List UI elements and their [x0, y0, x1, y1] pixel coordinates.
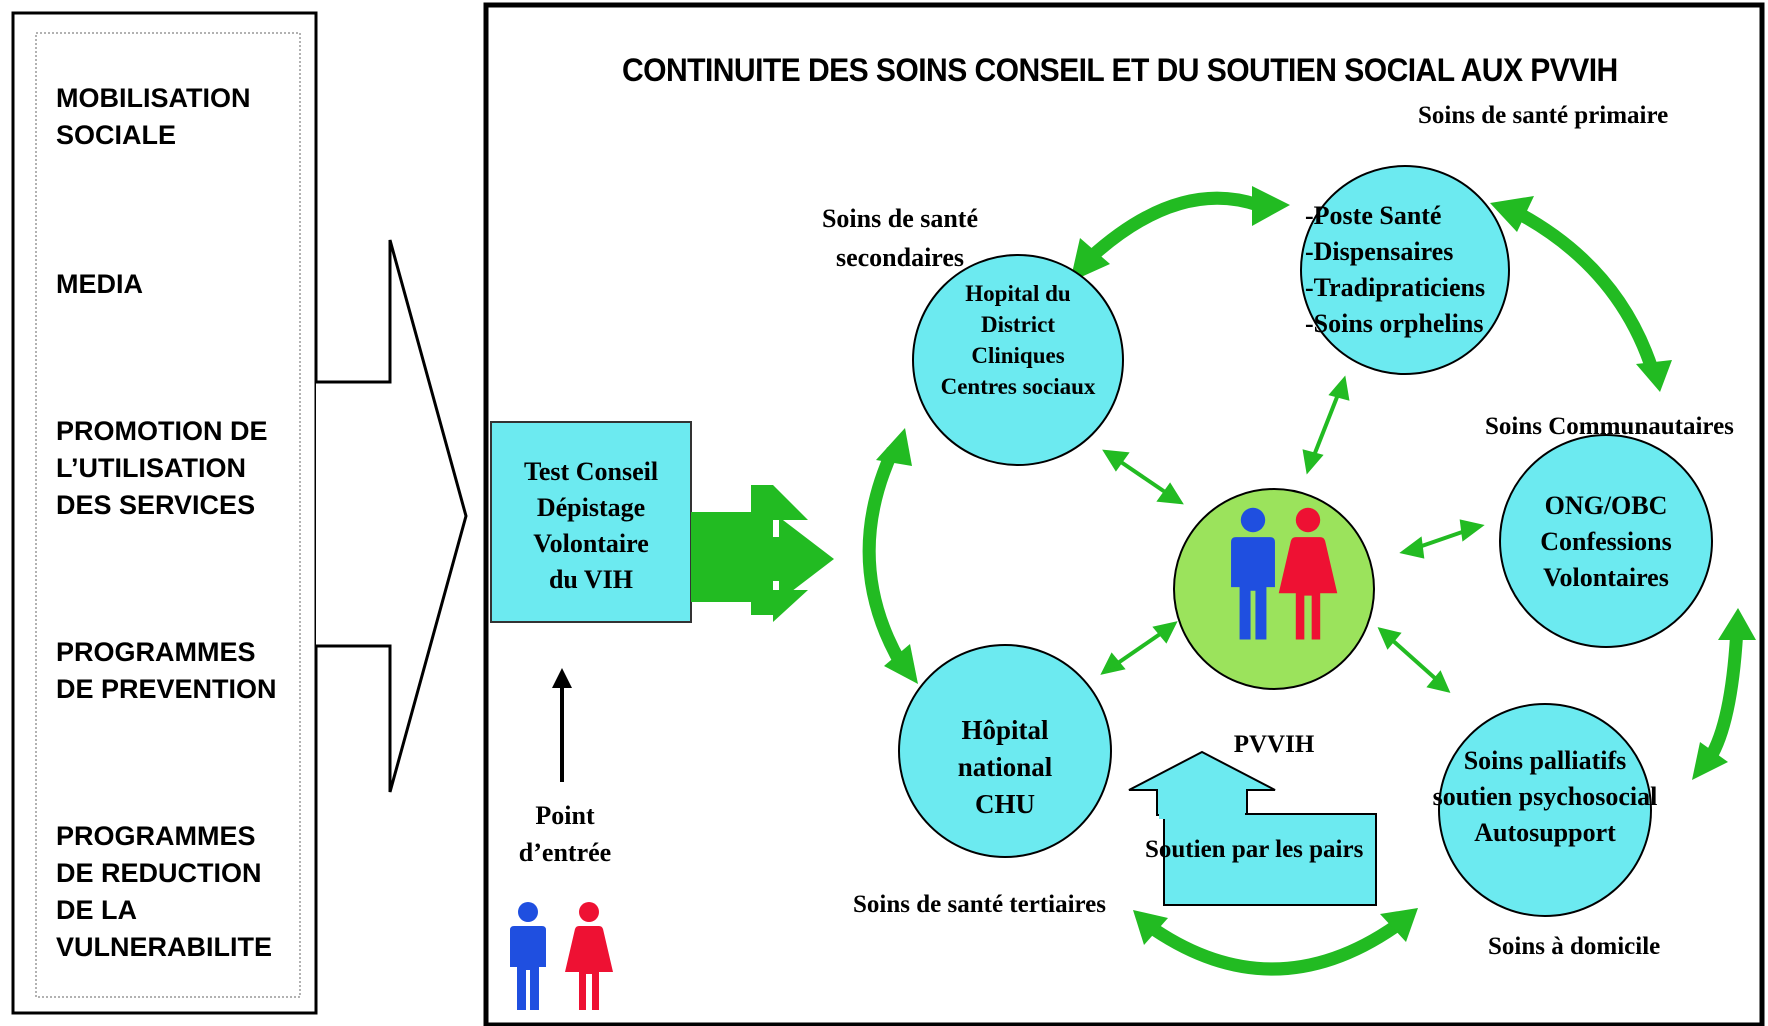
pvvih-label: PVVIH: [1233, 731, 1315, 758]
arrow-primary-community: [1514, 207, 1660, 374]
curved-arrows: [862, 191, 1744, 976]
circle-pvvih: [1173, 488, 1375, 690]
left-item-mobilisation: MOBILISATION SOCIALE: [56, 83, 251, 150]
fork-arrow: [691, 485, 834, 622]
arrow-district-primary: [1085, 191, 1261, 263]
arrow-district-national: [862, 447, 906, 666]
circle-ong: [1499, 434, 1713, 648]
level-secondary-label: Soins de santé secondaires: [821, 204, 979, 272]
left-item-media: MEDIA: [56, 269, 143, 299]
circle-national: [898, 644, 1112, 858]
circle-palliative: [1438, 703, 1652, 917]
left-panel-inner-frame: [35, 32, 301, 998]
big-outline-arrow: [316, 239, 468, 793]
level-primary-label: Soins de santé primaire: [1418, 102, 1669, 129]
diagram-title: CONTINUITE DES SOINS CONSEIL ET DU SOUTI…: [622, 52, 1618, 88]
curved-arrow-heads: [876, 186, 1756, 945]
level-community-label: Soins Communautaires: [1485, 413, 1734, 440]
left-item-reduction: PROGRAMMES DE REDUCTION DE LA VULNERABIL…: [56, 821, 272, 962]
arrow-tertiary-home: [1151, 920, 1400, 976]
entry-point-arrow: [552, 668, 572, 782]
circle-district: [912, 254, 1124, 466]
entry-box: [490, 421, 692, 623]
entry-point-label: Point d’entrée: [518, 801, 612, 867]
level-home-label: Soins à domicile: [1488, 933, 1661, 960]
circle-palliative-label: Soins palliatifs soutien psychosocial Au…: [1432, 746, 1658, 847]
peer-support-label: Soutien par les pairs: [1145, 836, 1364, 863]
circle-primary-posts-label: -Poste Santé -Dispensaires -Tradipratici…: [1305, 201, 1486, 338]
entry-box-label: Test Conseil Dépistage Volontaire du VIH: [523, 457, 659, 594]
main-frame: [483, 2, 1765, 1026]
arrow-ong-palliative: [1704, 627, 1744, 762]
left-item-promotion: PROMOTION DE L’UTILISATION DES SERVICES: [56, 416, 268, 520]
circle-district-label: Hopital du District Cliniques Centres so…: [940, 281, 1096, 399]
circle-national-label: Hôpital national CHU: [957, 715, 1053, 819]
entry-people-icon: [510, 902, 613, 1010]
left-item-prevention: PROGRAMMES DE PREVENTION: [56, 637, 277, 704]
circle-ong-label: ONG/OBC Confessions Volontaires: [1540, 491, 1672, 592]
circle-primary-posts: [1300, 165, 1510, 375]
small-arrows: [1100, 375, 1485, 693]
level-tertiary-label: Soins de santé tertiaires: [853, 891, 1106, 918]
peer-support-arrow: [1128, 750, 1377, 906]
